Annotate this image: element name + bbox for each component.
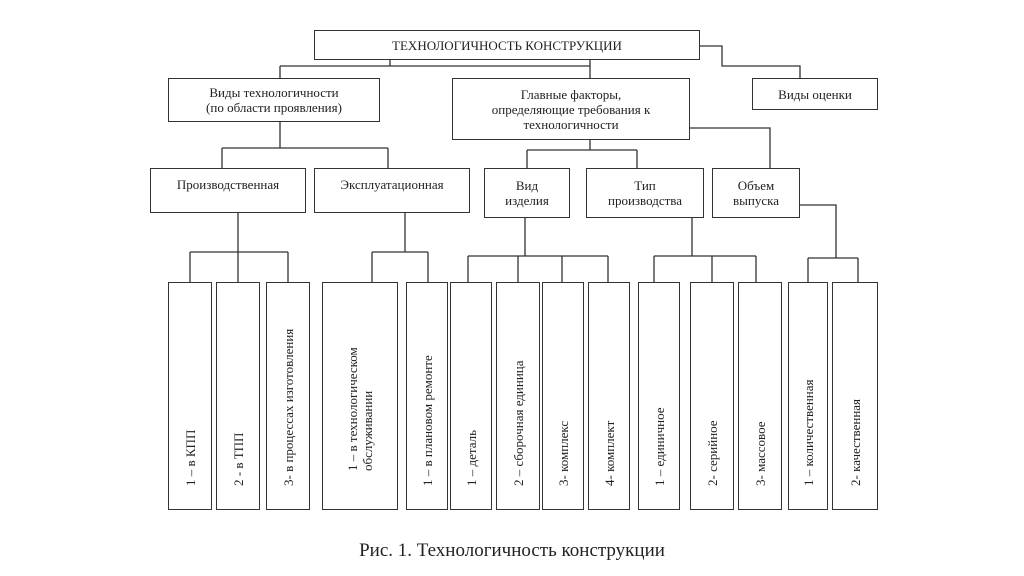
production-type-label: Тип производства <box>607 178 683 208</box>
leaf-label-11: 2- серийное <box>705 420 720 486</box>
leaf-box-5: 1 – в плановом ремонте <box>406 282 448 510</box>
production-box: Производственная <box>150 168 306 213</box>
assessment-label: Виды оценки <box>778 86 852 102</box>
leaf-label-12: 3- массовое <box>753 421 768 486</box>
leaf-label-9: 4- комплект <box>602 420 617 486</box>
leaf-box-12: 3- массовое <box>738 282 782 510</box>
leaf-box-4: 1 – в технологическом обслуживании <box>322 282 398 510</box>
root-label: ТЕХНОЛОГИЧНОСТЬ КОНСТРУКЦИИ <box>392 37 622 53</box>
product-type-label: Вид изделия <box>505 178 549 208</box>
output-volume-box: Объем выпуска <box>712 168 800 218</box>
leaf-box-3: 3- в процессах изготовления <box>266 282 310 510</box>
types-box: Виды технологичности (по области проявле… <box>168 78 380 122</box>
leaf-box-13: 1 – количественная <box>788 282 828 510</box>
leaf-label-8: 3- комплекс <box>556 420 571 486</box>
factors-box: Главные факторы, определяющие требования… <box>452 78 690 140</box>
leaf-box-6: 1 – деталь <box>450 282 492 510</box>
leaf-label-7: 2 – сборочная единица <box>511 360 526 486</box>
leaf-box-1: 1 – в КПП <box>168 282 212 510</box>
product-type-box: Вид изделия <box>484 168 570 218</box>
leaf-box-8: 3- комплекс <box>542 282 584 510</box>
factors-label: Главные факторы, определяющие требования… <box>491 86 651 132</box>
leaf-label-3: 3- в процессах изготовления <box>281 328 296 486</box>
leaf-label-1: 1 – в КПП <box>183 429 198 486</box>
leaf-label-4: 1 – в технологическом обслуживании <box>345 347 375 471</box>
leaf-box-14: 2- качественная <box>832 282 878 510</box>
production-label: Производственная <box>176 177 280 192</box>
output-volume-label: Объем выпуска <box>733 178 779 208</box>
leaf-label-13: 1 – количественная <box>801 379 816 486</box>
leaf-label-10: 1 – единичное <box>652 407 667 486</box>
assessment-box: Виды оценки <box>752 78 878 110</box>
leaf-box-9: 4- комплект <box>588 282 630 510</box>
leaf-box-7: 2 – сборочная единица <box>496 282 540 510</box>
leaf-label-2: 2 - в ТПП <box>231 432 246 486</box>
operational-box: Эксплуатационная <box>314 168 470 213</box>
leaf-box-10: 1 – единичное <box>638 282 680 510</box>
leaf-box-2: 2 - в ТПП <box>216 282 260 510</box>
leaf-label-14: 2- качественная <box>848 398 863 486</box>
leaf-label-5: 1 – в плановом ремонте <box>420 355 435 486</box>
figure-caption: Рис. 1. Технологичность конструкции <box>359 540 665 561</box>
leaf-label-6: 1 – деталь <box>464 429 479 486</box>
leaf-box-11: 2- серийное <box>690 282 734 510</box>
types-label: Виды технологичности (по области проявле… <box>206 85 342 115</box>
operational-label: Эксплуатационная <box>340 177 444 192</box>
root-box: ТЕХНОЛОГИЧНОСТЬ КОНСТРУКЦИИ <box>314 30 700 60</box>
production-type-box: Тип производства <box>586 168 704 218</box>
